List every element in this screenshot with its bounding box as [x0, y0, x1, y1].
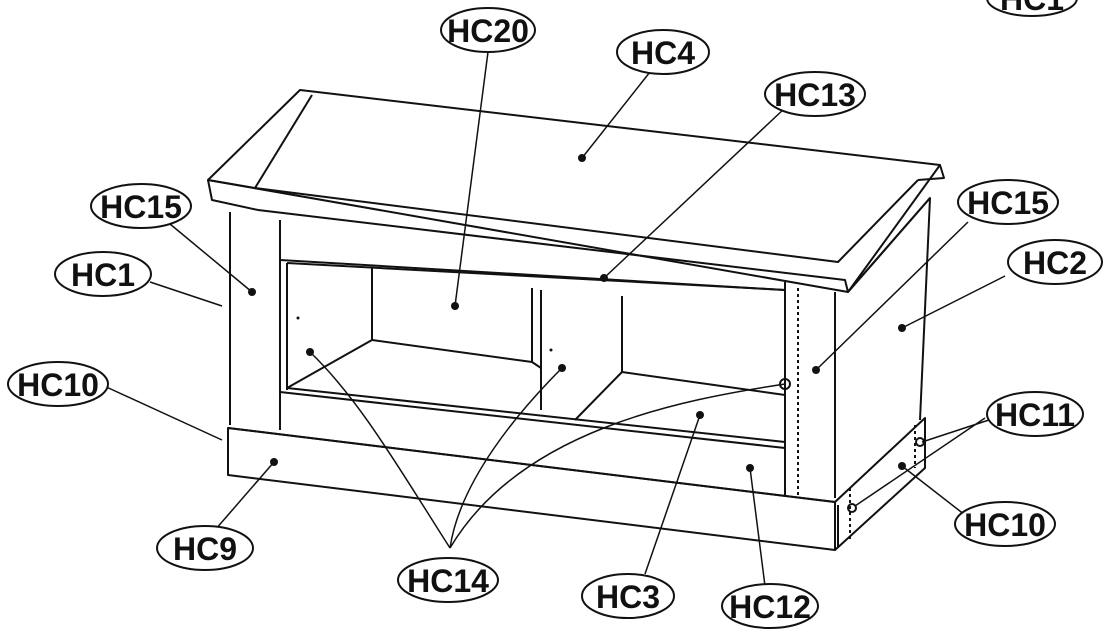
callout-hc20 [440, 7, 536, 53]
callout-hc15-left [90, 183, 192, 229]
callout-hc15-right [957, 179, 1059, 225]
label-hc1: HC1 [71, 257, 135, 293]
right-side-panel [847, 197, 931, 421]
label-hc20: HC20 [447, 13, 529, 49]
label-hc10-left: HC10 [17, 367, 99, 403]
callout-hc3 [581, 573, 675, 619]
callout-hc1 [54, 251, 152, 297]
top-panel [207, 89, 945, 293]
label-hc2: HC2 [1023, 245, 1087, 281]
label-hc1-corner: HC1 [1000, 0, 1064, 17]
hole-icon [847, 503, 857, 513]
open-compartment [279, 260, 786, 449]
callout-hc14 [397, 557, 499, 603]
label-hc14: HC14 [407, 563, 489, 599]
callout-hc12 [721, 583, 819, 629]
label-hc3: HC3 [596, 579, 660, 615]
left-front-post [229, 212, 281, 430]
callout-hc10-left [7, 361, 109, 407]
label-hc13: HC13 [774, 77, 856, 113]
callout-hc4 [616, 29, 710, 75]
hole-icon [779, 378, 791, 390]
callout-hc11 [986, 391, 1084, 437]
right-front-post [784, 282, 836, 498]
label-hc10-right: HC10 [964, 507, 1046, 543]
callout-hc1-corner [986, 0, 1078, 17]
label-hc11: HC11 [995, 397, 1075, 433]
label-hc4: HC4 [631, 35, 695, 71]
base-frame [227, 417, 926, 551]
callout-hc13 [764, 71, 866, 117]
label-hc12: HC12 [729, 589, 811, 625]
callout-hc10-right [954, 501, 1056, 547]
label-hc9: HC9 [173, 531, 237, 567]
label-hc15-left: HC15 [100, 189, 182, 225]
label-hc15-right: HC15 [967, 185, 1049, 221]
callout-hc9 [156, 525, 254, 571]
callout-hc2 [1007, 239, 1103, 285]
